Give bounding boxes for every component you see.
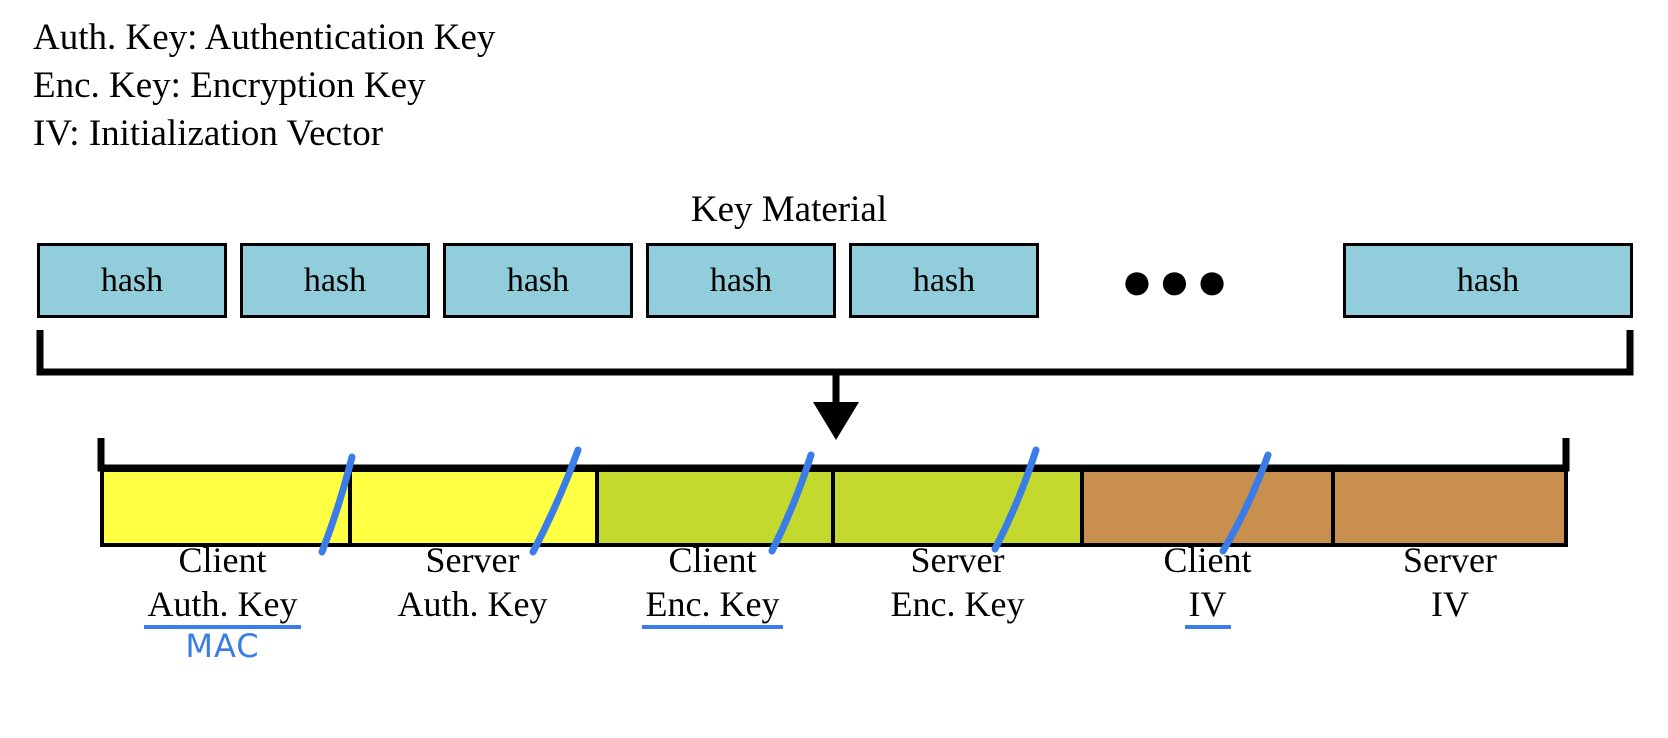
key-material-title-text: Key Material [690,189,888,230]
segment-label-client-enc-key: Client Enc. Key [590,538,835,629]
top-bracket [36,330,1634,376]
hash-box: hash [37,243,227,318]
legend-line-enc-key: Enc. Key: Encryption Key [33,65,426,106]
hash-box: hash [443,243,633,318]
segment-label-client-iv: Client IV [1080,538,1335,629]
segment-label-line2: IV [1184,584,1231,629]
hash-box-row: hash hash hash hash hash ●●● hash [37,243,1633,318]
segment-client-auth-key [100,468,352,547]
key-material-title: Key Material [0,188,1668,232]
segment-label-client-auth-key: Client Auth. Key [95,538,350,629]
segment-label-line1: Client [1163,540,1252,580]
ellipsis-icon: ●●● [1120,250,1234,311]
legend: Auth. Key: Authentication Key Enc. Key: … [33,14,833,158]
segment-server-enc-key [831,468,1084,547]
segment-label-server-auth-key: Server Auth. Key [345,538,600,626]
down-arrow-icon [813,372,859,440]
segment-label-line1: Server [910,540,1005,580]
segment-label-line2: Enc. Key [641,584,784,629]
pen-strokes [318,446,1272,556]
segment-label-line2: Enc. Key [890,584,1025,624]
segment-label-line1: Client [178,540,267,580]
segment-client-iv [1080,468,1335,547]
key-material-bar [100,468,1568,547]
segment-label-server-iv: Server IV [1330,538,1570,626]
segment-label-line2: IV [1431,584,1469,624]
segment-label-server-enc-key: Server Enc. Key [830,538,1085,626]
legend-line-iv: IV: Initialization Vector [33,113,384,154]
segment-label-line1: Server [1403,540,1497,580]
segment-label-line2: Auth. Key [143,584,302,629]
hash-box: hash [646,243,836,318]
bottom-bracket [97,438,1570,472]
hash-box: hash [240,243,430,318]
mac-annotation: MAC [185,627,260,665]
segment-label-line2: Auth. Key [397,584,548,624]
segment-server-auth-key [348,468,599,547]
segment-label-line1: Client [668,540,757,580]
hash-box: hash [849,243,1039,318]
legend-line-auth-key: Auth. Key: Authentication Key [33,17,496,58]
segment-label-line1: Server [425,540,520,580]
segment-client-enc-key [595,468,835,547]
segment-server-iv [1331,468,1568,547]
hash-box-last: hash [1343,243,1633,318]
